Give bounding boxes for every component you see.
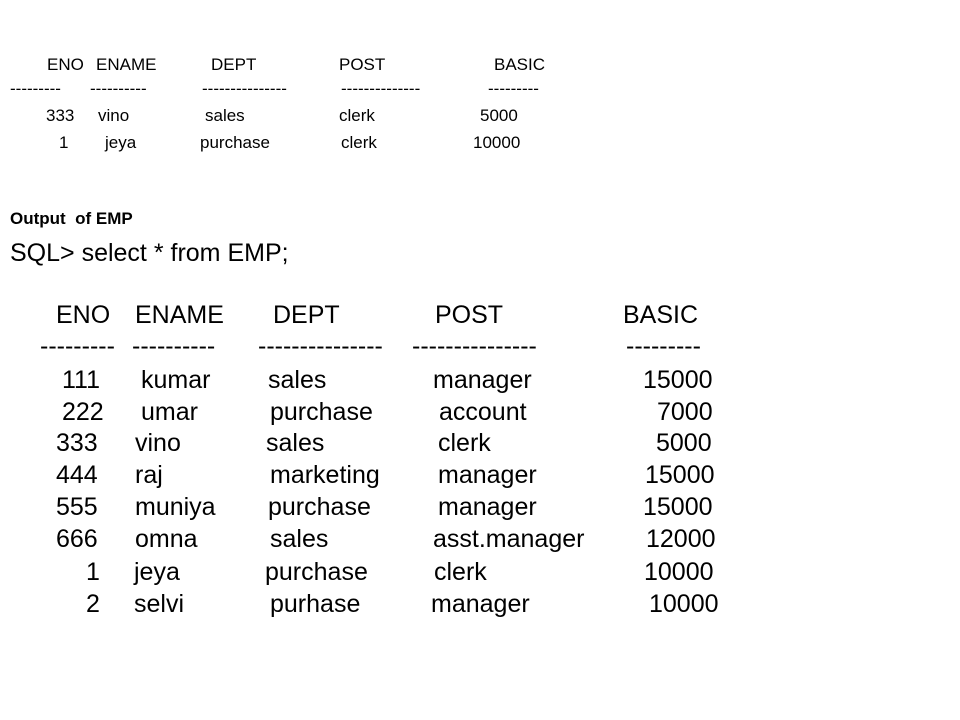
emp-header-ename: ENAME	[135, 301, 224, 329]
emp-dash-ename: ----------	[132, 332, 216, 360]
top-row-1-basic: 5000	[480, 106, 518, 125]
emp-header-post: POST	[435, 301, 504, 329]
top-header-eno: ENO	[47, 55, 84, 74]
emp-row-8-eno: 2	[86, 590, 100, 618]
top-row-2-basic: 10000	[473, 133, 521, 152]
emp-row-3-eno: 333	[56, 429, 98, 457]
top-row-2-dept: purchase	[200, 133, 270, 152]
emp-row-8-post: manager	[431, 590, 530, 618]
emp-row-4-basic: 15000	[645, 461, 715, 489]
emp-row-6-ename: omna	[135, 525, 198, 553]
emp-dash-eno: ---------	[40, 332, 115, 360]
emp-row-2-ename: umar	[141, 398, 198, 426]
emp-row-5-eno: 555	[56, 493, 98, 521]
top-dash-post: --------------	[341, 79, 421, 98]
emp-row-2-eno: 222	[62, 398, 104, 426]
emp-row-3-ename: vino	[135, 429, 181, 457]
emp-row-8-ename: selvi	[134, 590, 185, 618]
emp-row-7-post: clerk	[434, 558, 487, 586]
emp-row-2-post: account	[439, 398, 527, 426]
top-dash-basic: ---------	[488, 79, 539, 98]
emp-row-6-dept: sales	[270, 525, 329, 553]
top-header-ename: ENAME	[96, 55, 157, 74]
emp-row-7-dept: purchase	[265, 558, 368, 586]
emp-row-3-dept: sales	[266, 429, 325, 457]
emp-row-5-post: manager	[438, 493, 537, 521]
emp-dash-dept: ---------------	[258, 332, 383, 360]
emp-row-4-eno: 444	[56, 461, 98, 489]
top-row-1-post: clerk	[339, 106, 375, 125]
emp-row-1-ename: kumar	[141, 366, 211, 394]
emp-row-1-eno: 111	[62, 366, 101, 394]
top-dash-eno: ---------	[10, 79, 61, 98]
top-row-1-dept: sales	[205, 106, 245, 125]
emp-row-6-eno: 666	[56, 525, 98, 553]
emp-row-5-ename: muniya	[135, 493, 216, 521]
top-header-dept: DEPT	[211, 55, 257, 74]
emp-row-7-eno: 1	[86, 558, 100, 586]
output-label: Output of EMP	[10, 209, 133, 228]
emp-row-3-basic: 5000	[656, 429, 712, 457]
emp-header-dept: DEPT	[273, 301, 340, 329]
emp-row-6-post: asst.manager	[433, 525, 585, 553]
emp-row-7-ename: jeya	[134, 558, 180, 586]
emp-row-5-basic: 15000	[643, 493, 713, 521]
emp-row-4-ename: raj	[135, 461, 163, 489]
emp-row-8-basic: 10000	[649, 590, 719, 618]
emp-dash-post: ---------------	[412, 332, 537, 360]
emp-row-4-post: manager	[438, 461, 537, 489]
top-row-2-post: clerk	[341, 133, 377, 152]
emp-row-1-dept: sales	[268, 366, 327, 394]
top-dash-ename: ----------	[90, 79, 147, 98]
emp-header-basic: BASIC	[623, 301, 699, 329]
top-row-1-eno: 333	[46, 106, 75, 125]
top-dash-dept: ---------------	[202, 79, 287, 98]
emp-header-eno: ENO	[56, 301, 111, 329]
emp-row-1-basic: 15000	[643, 366, 713, 394]
sql-command: SQL> select * from EMP;	[10, 239, 289, 267]
emp-row-8-dept: purhase	[270, 590, 361, 618]
emp-row-5-dept: purchase	[268, 493, 371, 521]
emp-dash-basic: ---------	[626, 332, 701, 360]
top-row-2-ename: jeya	[105, 133, 137, 152]
emp-row-2-dept: purchase	[270, 398, 373, 426]
emp-row-1-post: manager	[433, 366, 532, 394]
top-row-2-eno: 1	[59, 133, 69, 152]
top-header-post: POST	[339, 55, 386, 74]
emp-row-7-basic: 10000	[644, 558, 714, 586]
emp-row-6-basic: 12000	[646, 525, 716, 553]
top-header-basic: BASIC	[494, 55, 546, 74]
top-row-1-ename: vino	[98, 106, 130, 125]
emp-row-4-dept: marketing	[270, 461, 380, 489]
emp-row-2-basic: 7000	[657, 398, 713, 426]
emp-row-3-post: clerk	[438, 429, 491, 457]
